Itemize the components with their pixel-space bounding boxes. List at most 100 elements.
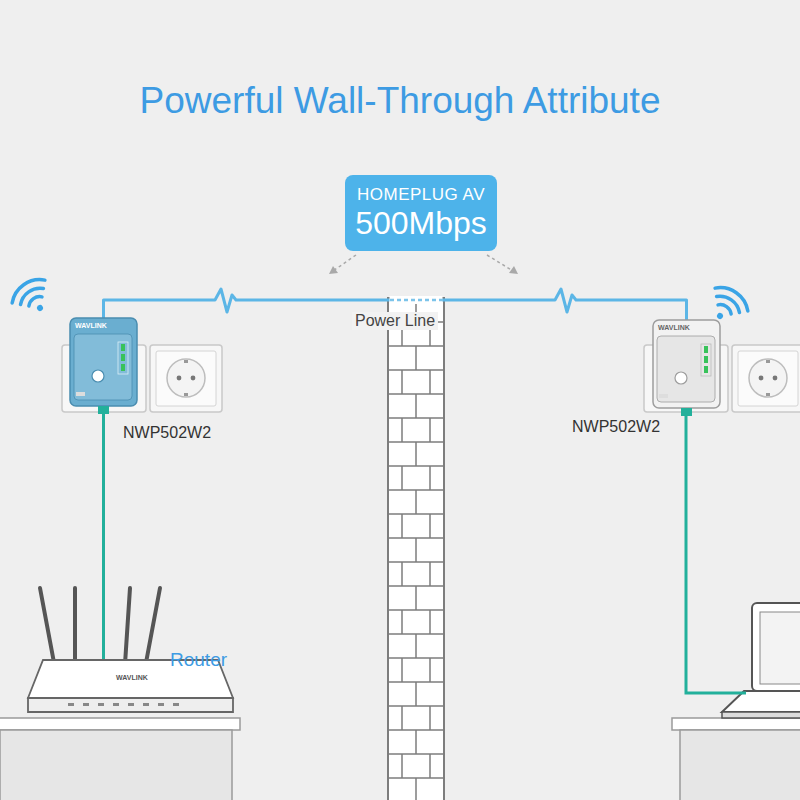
brick-wall: [401, 466, 403, 490]
wall-socket: [150, 345, 222, 412]
powerline-adapter-outline: [121, 364, 125, 371]
brick-wall: [401, 658, 403, 682]
router-outline: [40, 588, 160, 668]
brick-wall: [388, 417, 444, 419]
powerline-adapter-outline: [675, 372, 687, 384]
powerline-adapter: WAVLINKNWP502W2: [70, 318, 137, 406]
powerline-adapter-outline: [118, 342, 128, 374]
wall-socket: [732, 345, 800, 412]
title: Powerful Wall-Through Attribute: [0, 80, 800, 122]
badge-speed: 500Mbps: [345, 205, 497, 242]
brick-wall: [415, 586, 417, 610]
brick-wall: [388, 369, 444, 371]
router-outline: [158, 703, 164, 706]
brick-wall: [401, 610, 403, 634]
powerline-adapter-outline: [704, 346, 708, 353]
brick-wall: [415, 442, 417, 466]
router-outline: [73, 588, 77, 664]
powerline-adapter-outline: [76, 392, 85, 396]
powerline-adapter-outline: [653, 320, 720, 408]
wall-socket: [191, 376, 196, 381]
brick-wall: [388, 513, 444, 515]
router-outline: [98, 703, 104, 706]
brick-wall: [429, 562, 431, 586]
brick-wall: [388, 657, 444, 659]
powerline-adapter-outline: [70, 318, 137, 406]
pointer-arrow: [329, 266, 338, 274]
wifi-icon: [716, 312, 724, 320]
line-label: Power Line: [352, 312, 438, 330]
wall-crossing: [390, 296, 444, 304]
brick-wall: [415, 394, 417, 418]
wall-socket: [167, 359, 205, 397]
wifi-icon: [715, 281, 753, 311]
router-outline: [173, 703, 179, 706]
powerline-adapter-outline: [657, 336, 715, 402]
brick-wall: [388, 705, 444, 707]
brick-wall: [429, 658, 431, 682]
brick-wall: [415, 538, 417, 562]
powerline-adapter-outline: [659, 394, 668, 398]
wall-socket: [184, 360, 188, 363]
brick-wall: [401, 754, 403, 778]
brick-wall: [388, 298, 444, 800]
powerline-adapter: WAVLINKNWP502W2: [653, 320, 720, 408]
pointer-arrow: [487, 255, 513, 271]
laptop: [722, 712, 800, 718]
desk: [672, 718, 800, 730]
brick-wall: [415, 634, 417, 658]
pointer-arrow: [509, 266, 518, 274]
brick-wall: [429, 370, 431, 394]
powerline-adapter-outline: [681, 408, 692, 416]
spec-badge-outline: [345, 175, 497, 251]
model-label: NWP502W2: [572, 418, 660, 436]
wifi-icon: [7, 273, 45, 303]
brick-wall: [415, 682, 417, 706]
router: WAVLINKRouter: [28, 660, 233, 712]
router-outline: [40, 588, 55, 668]
router-outline: [68, 703, 179, 706]
brick-wall: [388, 298, 444, 800]
powerline-adapter-outline: [704, 366, 708, 373]
brick-wall: [415, 730, 417, 754]
wall-socket: [759, 376, 764, 381]
router-outline: [68, 703, 74, 706]
powerline-adapter-outline: [121, 354, 125, 361]
brand-logo: WAVLINK: [75, 322, 107, 329]
powerline-adapter-outline: [74, 334, 132, 400]
desk: [680, 730, 800, 800]
wall-socket: [749, 359, 787, 397]
wall-socket: [177, 376, 182, 381]
wall-socket: [773, 376, 778, 381]
desk: [0, 718, 800, 800]
brand-logo: WAVLINK: [658, 324, 690, 331]
wall-socket: [738, 351, 798, 406]
laptop: [760, 612, 800, 684]
router-outline: [83, 703, 89, 706]
wall-socket: [766, 360, 770, 363]
wifi-icon: [27, 294, 42, 306]
brick-wall: [429, 706, 431, 730]
wall-crossing: [390, 296, 443, 304]
powerline-adapter-outline: [704, 356, 708, 363]
brick-wall: [429, 610, 431, 634]
brick-wall: [429, 466, 431, 490]
powerline-adapter-outline: [70, 318, 137, 406]
wall-crossing: [390, 299, 443, 302]
router-outline: [125, 588, 130, 664]
brick-wall: [415, 490, 417, 514]
router-outline: [145, 588, 160, 668]
brick-wall: [401, 418, 403, 442]
brick-wall: [429, 514, 431, 538]
desk: [0, 718, 240, 730]
brick-wall: [388, 561, 444, 563]
router-outline: [28, 698, 233, 712]
wifi-icon: [36, 304, 44, 312]
powerline-adapter-outline: [92, 370, 104, 382]
powerline-adapter-outline: [121, 344, 125, 351]
powerline-adapter-outline: [701, 344, 711, 376]
brick-wall: [388, 609, 444, 611]
network-cable: [686, 408, 746, 693]
router-outline: [143, 703, 149, 706]
laptop: [722, 603, 800, 718]
